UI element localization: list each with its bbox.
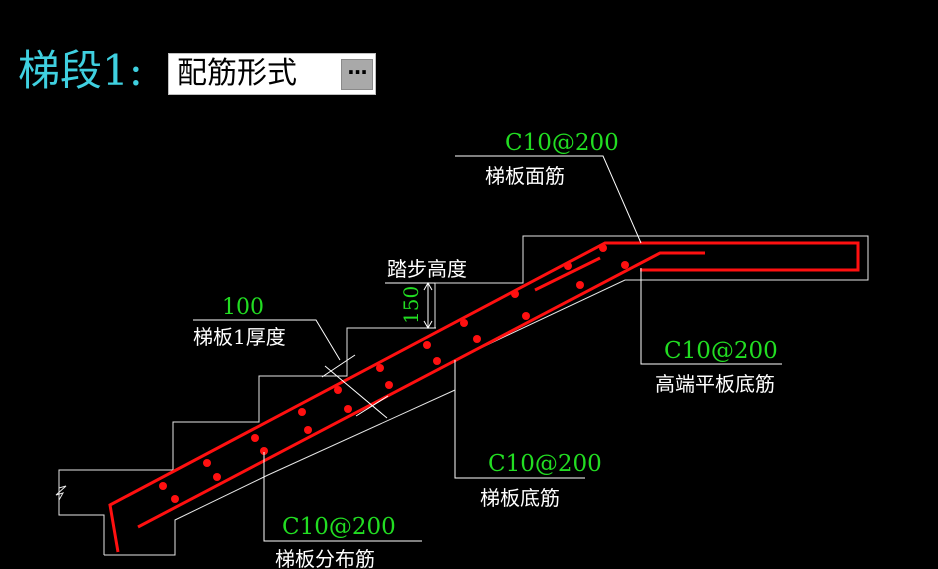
rebar-dot <box>334 386 342 394</box>
rebar-dot <box>203 459 211 467</box>
thickness-leader <box>193 319 341 361</box>
rebar-dot <box>298 408 306 416</box>
thickness-label: 梯板1厚度 <box>193 325 286 349</box>
step-height-value: 150 <box>399 286 423 324</box>
rebar-dot <box>159 482 167 490</box>
rebar-dot <box>460 319 468 327</box>
top-rebar-spec: C10@200 <box>505 130 619 156</box>
rebar-dot <box>511 290 519 298</box>
break-symbol <box>55 480 67 515</box>
high-landing-bottom-spec: C10@200 <box>664 338 778 364</box>
rebar-config-field[interactable]: 配筋形式 ··· <box>168 53 376 95</box>
thickness-dim-line <box>324 365 388 419</box>
rebar-dot <box>213 473 221 481</box>
thickness-value: 100 <box>222 295 264 320</box>
rebar-dot <box>564 262 572 270</box>
rebar-dot <box>251 434 259 442</box>
distribution-rebar-leader <box>263 452 422 542</box>
config-browse-button[interactable]: ··· <box>341 59 373 90</box>
high-landing-leader <box>640 268 782 365</box>
top-rebar-label: 梯板面筋 <box>485 164 565 188</box>
rebar-dot <box>576 281 584 289</box>
rebar-dot <box>433 357 441 365</box>
high-landing-extra-rebar <box>534 256 601 292</box>
high-landing-bottom-label: 高端平板底筋 <box>655 372 775 396</box>
bottom-rebar-spec: C10@200 <box>488 451 602 477</box>
distribution-rebar-label: 梯板分布筋 <box>275 547 375 569</box>
rebar-dot <box>260 447 268 455</box>
bottom-rebar-leader <box>454 360 585 479</box>
rebar-dot <box>376 364 384 372</box>
step-height-label: 踏步高度 <box>387 257 467 281</box>
distribution-rebar-dots <box>159 244 629 503</box>
rebar-dot <box>385 381 393 389</box>
distribution-rebar-spec: C10@200 <box>282 514 396 540</box>
rebar-dot <box>171 495 179 503</box>
thickness-tick-bottom <box>355 395 389 417</box>
rebar-config-field-value: 配筋形式 <box>177 56 297 91</box>
rebar-dot <box>423 341 431 349</box>
step-height-arrow-top <box>423 281 433 291</box>
rebar-dot <box>304 426 312 434</box>
slab-top-rebar <box>137 251 705 529</box>
segment-label: 梯段1: <box>18 46 143 95</box>
bottom-rebar-label: 梯板底筋 <box>480 486 560 510</box>
rebar-dot <box>621 261 629 269</box>
rebar-dot <box>473 335 481 343</box>
slab-bottom-rebar <box>108 241 860 553</box>
rebar-dot <box>599 244 607 252</box>
thickness-tick-top <box>321 354 356 378</box>
rebar-dot <box>522 312 530 320</box>
top-rebar-leader <box>455 155 642 244</box>
rebar-dot <box>344 405 352 413</box>
